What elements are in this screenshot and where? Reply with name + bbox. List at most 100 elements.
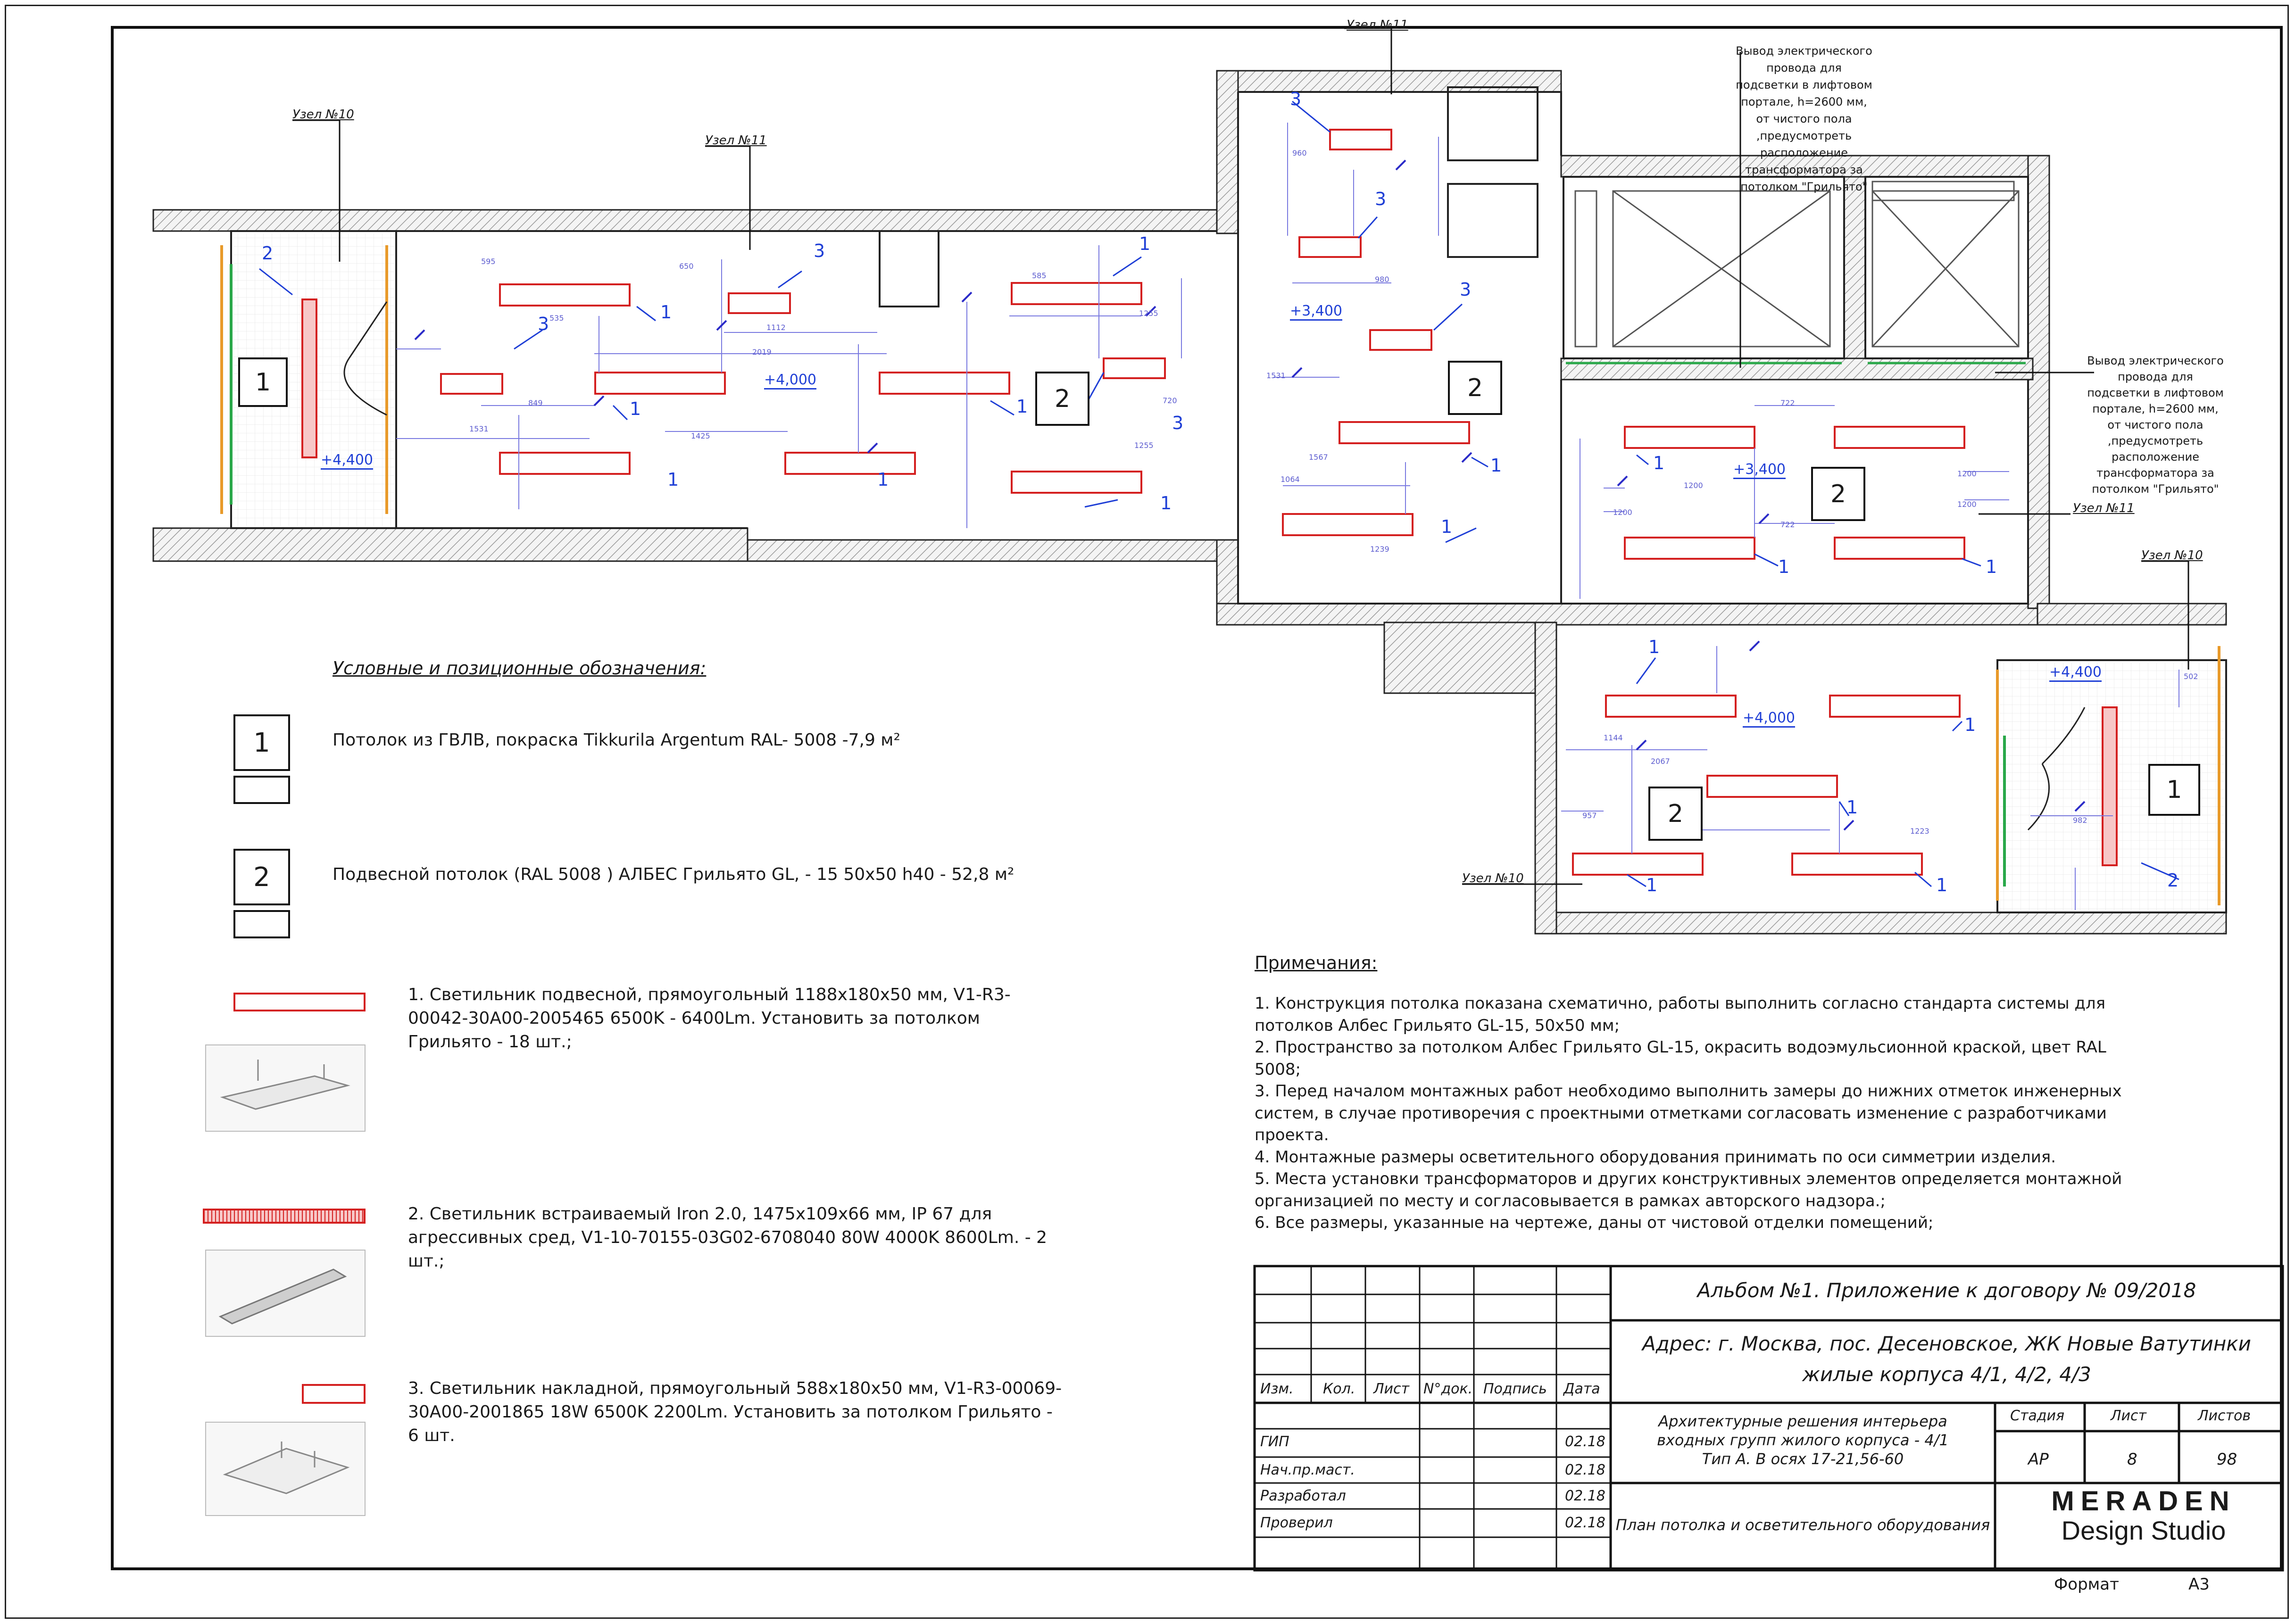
svg-text:595: 595	[481, 257, 496, 266]
column-header: Подпись	[1483, 1381, 1547, 1397]
zone-label: 2	[1648, 787, 1703, 841]
callout-lift-wiring: Вывод электрического провода для подсвет…	[2087, 354, 2224, 496]
fixture-3	[1298, 236, 1362, 258]
svg-text:2067: 2067	[1651, 757, 1670, 766]
notes-title: Примечания:	[1255, 953, 1378, 973]
svg-text:722: 722	[1780, 398, 1795, 407]
fixture-1	[1829, 695, 1961, 718]
elevation-mark: +3,400	[1733, 461, 1786, 479]
stage-value: АР	[2028, 1450, 2049, 1469]
fixture-mark: 1	[1160, 493, 1172, 514]
legend-fixture-3-text: 3. Светильник накладной, прямоугольный 5…	[408, 1379, 1062, 1445]
legend-ceiling-type-1: 1	[233, 714, 290, 771]
fixture-3-photo	[205, 1422, 366, 1516]
column-header: Изм.	[1260, 1381, 1294, 1397]
zone-label: 2	[1811, 467, 1865, 521]
wall-lift-right	[2027, 155, 2050, 609]
svg-text:1144: 1144	[1604, 733, 1623, 742]
fixture-1	[1011, 471, 1142, 494]
svg-text:980: 980	[1375, 275, 1389, 284]
fixture-mark: 1	[630, 398, 641, 419]
legend-fixture-1-text: 1. Светильник подвесной, прямоугольный 1…	[408, 985, 1011, 1052]
fixture-1	[1572, 853, 1704, 876]
svg-text:1112: 1112	[766, 323, 786, 332]
fixture-1	[499, 283, 631, 307]
room-lift-hall-outline	[1560, 380, 2029, 605]
column-header: N°док.	[1423, 1381, 1473, 1397]
fixture-2-photo	[205, 1250, 366, 1337]
wall-corridor-right-bottom	[1534, 911, 2227, 935]
wall-corridor-right-top	[2037, 603, 2227, 626]
elevation-mark: +4,000	[764, 372, 817, 389]
svg-text:1200: 1200	[1957, 469, 1977, 478]
zone-label: 2	[1448, 361, 1502, 415]
elevation-mark: +3,400	[1290, 303, 1343, 321]
lift-cars	[1574, 181, 2020, 348]
sheet-value: 8	[2127, 1450, 2137, 1469]
address-line-2: жилые корпуса 4/1, 4/2, 4/3	[1802, 1363, 2091, 1386]
elevation-mark: +4,400	[2049, 664, 2102, 682]
fixture-mark: 1	[667, 469, 679, 490]
svg-text:1567: 1567	[1309, 453, 1328, 462]
fixture-1	[1011, 282, 1142, 305]
fixture-mark: 1	[1653, 453, 1665, 473]
fixture-mark: 2	[262, 243, 274, 264]
fixture-3	[440, 373, 503, 395]
column-header: Дата	[1563, 1381, 1600, 1397]
lift-shaft-1	[1563, 176, 1845, 359]
fixture-mark: 1	[1964, 714, 1976, 735]
fixtures-type2	[301, 298, 2118, 866]
fixture-mark: 3	[1172, 413, 1184, 433]
fixture-1	[594, 372, 726, 395]
date-cell: 02.18	[1565, 1488, 1605, 1504]
svg-text:535: 535	[549, 314, 564, 323]
legend-ceiling-type-1-swatch	[233, 776, 290, 804]
project-line-2: входных групп жилого корпуса - 4/1	[1657, 1431, 1949, 1449]
brand-subtitle: Design Studio	[2061, 1516, 2226, 1545]
fixture-mark: 1	[1490, 455, 1502, 476]
legend-ceiling-type-2-text: Подвесной потолок (RAL 5008 ) АЛБЕС Грил…	[333, 865, 1014, 884]
wall-stub	[1383, 621, 1536, 694]
node-label: Узел №11	[2073, 501, 2135, 515]
walls	[152, 70, 2227, 935]
role-label: Проверил	[1260, 1515, 1333, 1531]
svg-text:585: 585	[1032, 271, 1047, 280]
svg-text:957: 957	[1582, 811, 1597, 820]
dimension-lines	[396, 123, 2179, 910]
glazing	[220, 245, 2220, 905]
note-item: 3. Перед началом монтажных работ необход…	[1255, 1082, 2122, 1144]
fixture-1-photo	[205, 1044, 366, 1132]
dimension-ticks	[414, 159, 2086, 831]
stage-label: Стадия	[2010, 1408, 2065, 1424]
wall-lobby-left	[1216, 70, 1239, 234]
role-label: Нач.пр.маст.	[1260, 1462, 1355, 1478]
sheets-label: Листов	[2198, 1408, 2251, 1424]
column-left	[879, 230, 940, 307]
svg-text:1531: 1531	[1266, 371, 1286, 380]
note-item: 1. Конструкция потолка показана схематич…	[1255, 994, 2106, 1035]
svg-text:722: 722	[1780, 520, 1795, 529]
svg-text:1255: 1255	[1139, 309, 1158, 318]
room-lobby-outline	[1237, 91, 1562, 605]
address-line-1: Адрес: г. Москва, пос. Десеновское, ЖК Н…	[1642, 1332, 2251, 1355]
fixture-mark: 3	[1290, 89, 1302, 109]
node-label: Узел №11	[705, 133, 767, 148]
fixture-mark: 1	[1936, 875, 1948, 895]
node-label: Узел №10	[1462, 871, 1524, 886]
wall-corridor-left	[1534, 621, 1557, 935]
svg-text:982: 982	[2073, 816, 2087, 825]
fixture-1	[1834, 537, 1965, 560]
fixture-1	[1791, 853, 1923, 876]
elevation-mark: +4,000	[1743, 710, 1796, 728]
legend-fixture-3-symbol	[302, 1384, 366, 1404]
doors	[343, 301, 2086, 831]
svg-text:720: 720	[1163, 396, 1177, 405]
svg-text:1200: 1200	[1684, 481, 1703, 490]
svg-text:1064: 1064	[1281, 475, 1300, 484]
fixture-3	[1103, 357, 1166, 379]
fixture-mark: 1	[1986, 556, 1997, 577]
note-item: 4. Монтажные размеры осветительного обор…	[1255, 1147, 2056, 1167]
